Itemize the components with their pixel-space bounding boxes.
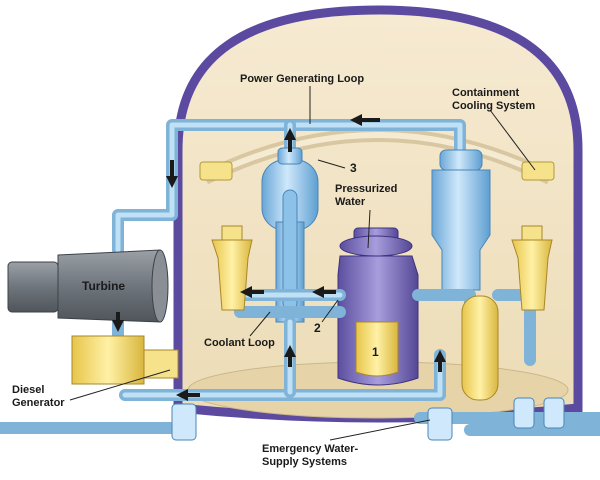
- cooling-tank: [431, 149, 491, 291]
- containment-cooling-label-2: Cooling System: [452, 100, 535, 112]
- callout-2: 2: [314, 321, 321, 335]
- fuel-core: [355, 321, 399, 377]
- turbine: [7, 249, 169, 323]
- diesel-generator: [71, 335, 179, 385]
- pressurized-water-label-1: Pressurized: [335, 183, 397, 195]
- emergency-water-pipes: [0, 397, 600, 441]
- arrow-sg-up: [284, 128, 296, 152]
- callout-1: 1: [372, 345, 379, 359]
- emergency-label-1: Emergency Water-: [262, 443, 359, 455]
- flow-arrows: [112, 114, 446, 401]
- emergency-label-2: Supply Systems: [262, 456, 347, 468]
- arrow-loop-top: [350, 114, 380, 126]
- spray-nozzle-right: [521, 161, 555, 181]
- pressurizer: [461, 295, 499, 401]
- arrow-turbine-down: [112, 312, 124, 332]
- callout-3: 3: [350, 161, 357, 175]
- arrow-return-up: [434, 350, 446, 372]
- arrow-riser-up: [284, 345, 296, 367]
- steam-generator: [261, 147, 319, 323]
- spray-nozzle-left: [199, 161, 233, 181]
- arrow-coolant-right: [240, 286, 264, 298]
- coolant-loop-label: Coolant Loop: [204, 337, 275, 349]
- arrow-left-down: [166, 160, 178, 188]
- reactor-vessel: [337, 227, 419, 386]
- turbine-label: Turbine: [82, 279, 125, 293]
- power-loop-label: Power Generating Loop: [240, 73, 364, 85]
- diesel-label-1: Diesel: [12, 384, 44, 396]
- pump-right: [511, 225, 553, 311]
- containment-cooling-label-1: Containment: [452, 87, 520, 99]
- leader-lines: [69, 86, 536, 441]
- diesel-label-2: Generator: [12, 397, 65, 409]
- arrow-bottom-right: [176, 389, 200, 401]
- pressurized-water-label-2: Water: [335, 196, 366, 208]
- arrow-coolant-left: [312, 286, 336, 298]
